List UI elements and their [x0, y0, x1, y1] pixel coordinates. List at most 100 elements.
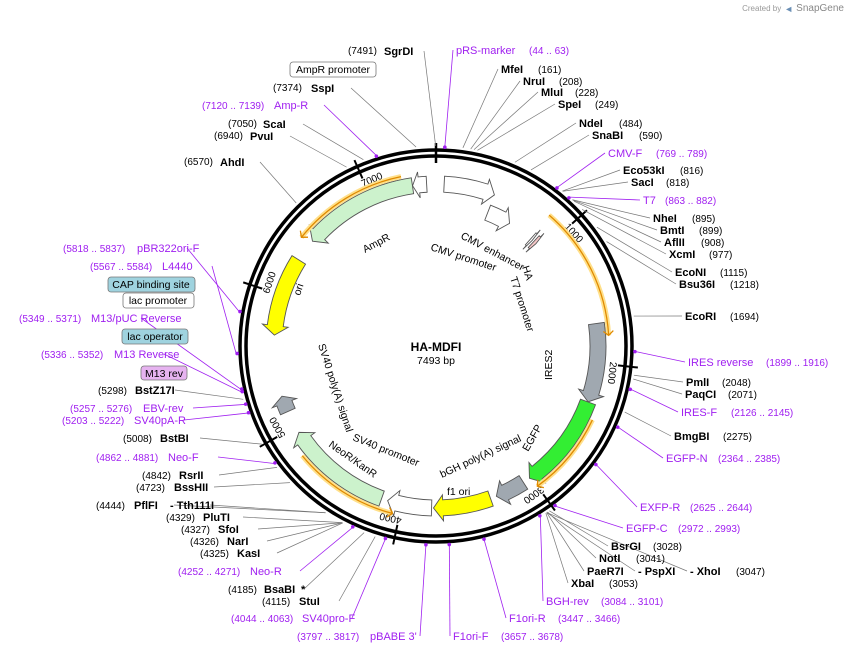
enzyme-leader — [173, 504, 326, 514]
primer-name[interactable]: SV40pA-R — [134, 415, 186, 427]
enzyme-name[interactable]: BmtI — [660, 225, 684, 237]
enzyme-pos: (908) — [701, 238, 724, 249]
enzyme-name[interactable]: PluTI — [203, 512, 230, 524]
primer-name[interactable]: SV40pro-F — [302, 613, 355, 625]
scale-tick — [542, 493, 556, 512]
enzyme-leader — [174, 389, 244, 400]
enzyme-name[interactable]: NotI — [599, 553, 620, 565]
enzyme-name[interactable]: PvuI — [250, 131, 273, 143]
enzyme-name[interactable]: - Tth111I — [170, 500, 214, 512]
enzyme-name[interactable]: XbaI — [571, 578, 594, 590]
enzyme-name[interactable]: PflFI — [134, 500, 158, 512]
primer-name[interactable]: pRS-marker — [456, 45, 516, 57]
primer-name[interactable]: Neo-F — [168, 452, 199, 464]
enzyme-name[interactable]: NruI — [523, 76, 545, 88]
primer-name[interactable]: T7 — [643, 195, 656, 207]
enzyme-pos: (1115) — [720, 268, 747, 279]
primer-name[interactable]: pBABE 3' — [370, 631, 417, 643]
orf-arrowhead — [299, 230, 309, 238]
primer-name[interactable]: pBR322ori-F — [137, 243, 200, 255]
enzyme-name[interactable]: EcoNI — [675, 267, 706, 279]
enzyme-name[interactable]: BstZ17I — [135, 385, 175, 397]
ampr-promoter-tag[interactable]: AmpR promoter — [296, 64, 371, 76]
primer-name[interactable]: EBV-rev — [143, 403, 184, 415]
primer-name[interactable]: EGFP-C — [626, 523, 668, 535]
enzyme-name[interactable]: BmgBI — [674, 431, 709, 443]
feature-arrow-cmv-enhancer[interactable] — [443, 175, 495, 206]
enzyme-name[interactable]: SpeI — [558, 99, 581, 111]
enzyme-pos: (3028) — [653, 542, 682, 553]
enzyme-name[interactable]: SfoI — [218, 524, 239, 536]
primer-name[interactable]: BGH-rev — [546, 596, 589, 608]
enzyme-name[interactable]: NarI — [227, 536, 248, 548]
enzyme-name[interactable]: Eco53kI — [623, 165, 665, 177]
enzyme-pos: (2071) — [728, 390, 757, 401]
feature-arrow-sv40-poly-a-signal[interactable] — [270, 395, 299, 416]
enzyme-name[interactable]: BstBI — [160, 433, 189, 445]
feature-arrow-t7-promoter[interactable] — [522, 229, 541, 250]
enzyme-name[interactable]: PaqCI — [685, 389, 716, 401]
feature-arrow-ha[interactable] — [525, 233, 545, 253]
primer-range: (5349 .. 5371) — [19, 314, 81, 325]
enzyme-name[interactable]: - XhoI — [690, 566, 721, 578]
primer-leader — [163, 353, 242, 393]
orf-line — [300, 175, 402, 238]
primer-name[interactable]: EGFP-N — [666, 453, 708, 465]
enzyme-leader — [266, 522, 343, 542]
enzyme-name[interactable]: BssHII — [174, 482, 208, 494]
primer-name[interactable]: F1ori-F — [453, 631, 489, 643]
feature-arrow-f1-ori[interactable] — [432, 490, 494, 523]
lac-operator-tag[interactable]: lac operator — [127, 331, 183, 343]
enzyme-name[interactable]: NheI — [653, 213, 677, 225]
primer-name[interactable]: CMV-F — [608, 148, 643, 160]
enzyme-name[interactable]: AhdI — [220, 157, 244, 169]
primer-name[interactable]: Amp-R — [274, 100, 308, 112]
enzyme-name[interactable]: AflII — [664, 237, 685, 249]
orf-arcs — [299, 174, 614, 518]
feature-arrow-egfp[interactable] — [528, 398, 597, 484]
feature-arrow-ampr[interactable] — [308, 177, 415, 244]
enzyme-leader — [572, 199, 651, 219]
feature-arrow-cmv-promoter[interactable] — [484, 204, 510, 232]
enzyme-name[interactable]: EcoRI — [685, 311, 716, 323]
enzyme-name[interactable]: BsrGI — [611, 541, 641, 553]
feature-arrow-neor-kanr[interactable] — [292, 431, 385, 507]
star-mark: * — [301, 584, 306, 596]
primer-name[interactable]: EXFP-R — [640, 502, 680, 514]
primer-name[interactable]: IRES reverse — [688, 357, 753, 369]
enzyme-name[interactable]: SnaBI — [592, 130, 623, 142]
enzyme-name[interactable]: StuI — [299, 596, 320, 608]
enzyme-labels: (7491) SgrDI (7374) SspI (7050) ScaI (69… — [96, 46, 765, 608]
enzyme-name[interactable]: KasI — [237, 548, 260, 560]
enzyme-name[interactable]: ScaI — [263, 119, 286, 131]
feature-arrow-ires2[interactable] — [577, 321, 607, 403]
primer-name[interactable]: F1ori-R — [509, 613, 546, 625]
enzyme-name[interactable]: SspI — [311, 83, 334, 95]
enzyme-name[interactable]: Bsu36I — [679, 279, 715, 291]
primer-name[interactable]: IRES-F — [681, 407, 717, 419]
enzyme-name[interactable]: MluI — [541, 87, 563, 99]
enzyme-name[interactable]: RsrII — [179, 470, 203, 482]
feature-arrow-ampr-promoter[interactable] — [412, 171, 428, 199]
primer-name[interactable]: Neo-R — [250, 566, 282, 578]
cap-binding-site-tag[interactable]: CAP binding site — [112, 279, 190, 291]
enzyme-name[interactable]: - PspXI — [638, 566, 675, 578]
m13-rev-tag[interactable]: M13 rev — [145, 368, 184, 380]
enzyme-name[interactable]: SacI — [631, 177, 654, 189]
feature-arrow-bgh-poly-a-signal[interactable] — [495, 475, 529, 506]
primer-name[interactable]: M13/pUC Reverse — [91, 313, 181, 325]
lac-promoter-tag[interactable]: lac promoter — [129, 295, 188, 307]
feature-arrow-sv40-promoter[interactable] — [387, 489, 433, 518]
enzyme-name[interactable]: PmlI — [686, 377, 709, 389]
primer-name[interactable]: M13 Reverse — [114, 349, 179, 361]
enzyme-name[interactable]: NdeI — [579, 118, 603, 130]
primer-leader — [299, 527, 353, 572]
enzyme-name[interactable]: PaeR7I — [587, 566, 624, 578]
primer-name[interactable]: L4440 — [162, 261, 193, 273]
enzyme-name[interactable]: MfeI — [501, 64, 523, 76]
enzyme-name[interactable]: BsaBI — [264, 584, 295, 596]
feature-arrow-ori[interactable] — [261, 255, 307, 336]
enzyme-name[interactable]: SgrDI — [384, 46, 413, 58]
primer-range: (2625 .. 2644) — [690, 503, 752, 514]
enzyme-name[interactable]: XcmI — [669, 249, 695, 261]
